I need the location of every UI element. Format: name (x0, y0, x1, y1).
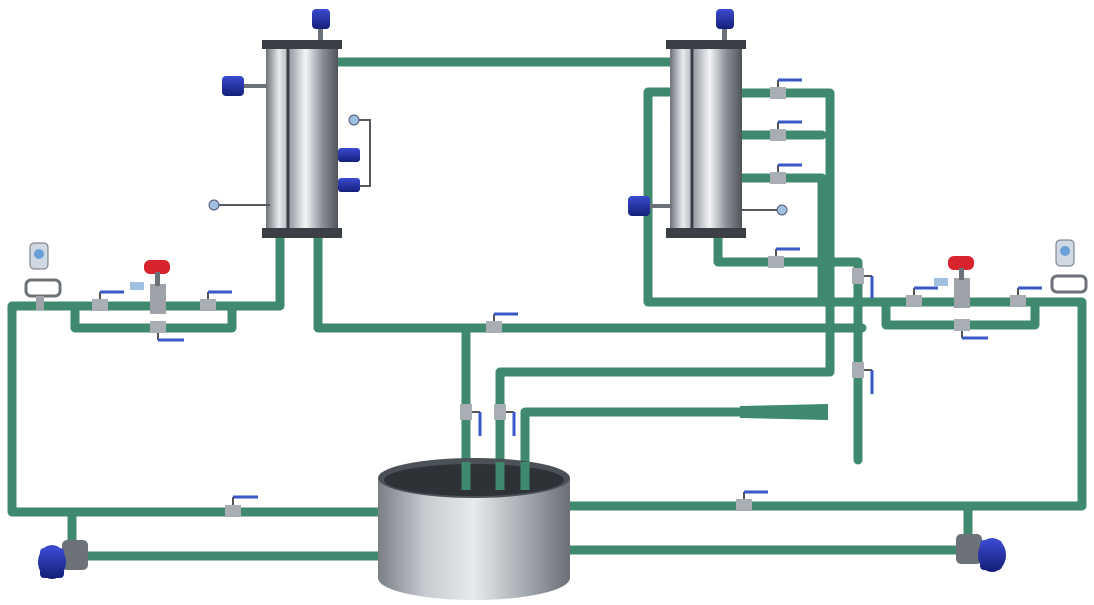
blue-actuator-icon (716, 9, 734, 29)
red-control-valve-icon (144, 260, 170, 274)
pipe-left-outer-loop (12, 238, 385, 512)
left-positioner (130, 282, 144, 290)
right-control-valve-stem (959, 268, 964, 280)
left-pump-casing (62, 540, 88, 570)
left-transmitter-flange (36, 296, 44, 310)
left-transmitter-display (34, 249, 44, 259)
pipe-left-pump-line (72, 512, 382, 556)
blue-actuator-icon (628, 196, 650, 216)
right-column-bottom-flange (666, 228, 746, 238)
left-column-shell (266, 49, 338, 229)
gauge-icon (777, 205, 787, 215)
left-control-valve-stem (155, 272, 160, 286)
outlet-nozzle (740, 404, 828, 420)
tank-opening (384, 464, 564, 496)
gauge-icon (209, 200, 219, 210)
left-control-valve-body (150, 284, 166, 314)
blue-actuator-icon (338, 148, 360, 162)
blue-actuator-icon (222, 76, 244, 96)
left-column-side-stem (243, 84, 267, 88)
pipe-left-column-header (318, 238, 862, 328)
red-control-valve-icon (948, 256, 974, 270)
right-flow-transmitter (1052, 240, 1086, 292)
right-column-side-stem (650, 204, 672, 208)
left-column-bottom-flange (262, 228, 342, 238)
left-column-top-stem (318, 28, 323, 40)
blue-actuator-icon (338, 178, 360, 192)
pipe-right-column-drain (718, 238, 858, 460)
pipe-right-tap-2 (742, 178, 822, 302)
left-column-top-flange (262, 40, 342, 49)
pipe-right-outer-loop (560, 92, 1082, 506)
right-transmitter-display (1060, 246, 1070, 256)
right-control-valve-body (954, 278, 970, 308)
left-pump (38, 540, 88, 579)
pipe-right-pump-line (562, 506, 968, 550)
right-column-shell (670, 49, 742, 229)
right-pump-motor (980, 540, 1002, 570)
right-positioner (934, 278, 948, 286)
left-column (209, 9, 370, 238)
collection-tank (378, 458, 570, 600)
gauge-icon (349, 115, 359, 125)
blue-actuator-icon (312, 9, 330, 29)
right-pump-casing (956, 534, 982, 564)
pipe-tank-drop-3 (525, 412, 740, 470)
left-transmitter-loop (26, 280, 60, 296)
right-column-top-flange (666, 40, 746, 49)
right-column-top-stem (722, 28, 727, 40)
right-transmitter-loop (1052, 276, 1086, 292)
right-pump (956, 534, 1006, 572)
left-flow-transmitter (26, 243, 60, 310)
left-pump-motor (40, 548, 64, 578)
